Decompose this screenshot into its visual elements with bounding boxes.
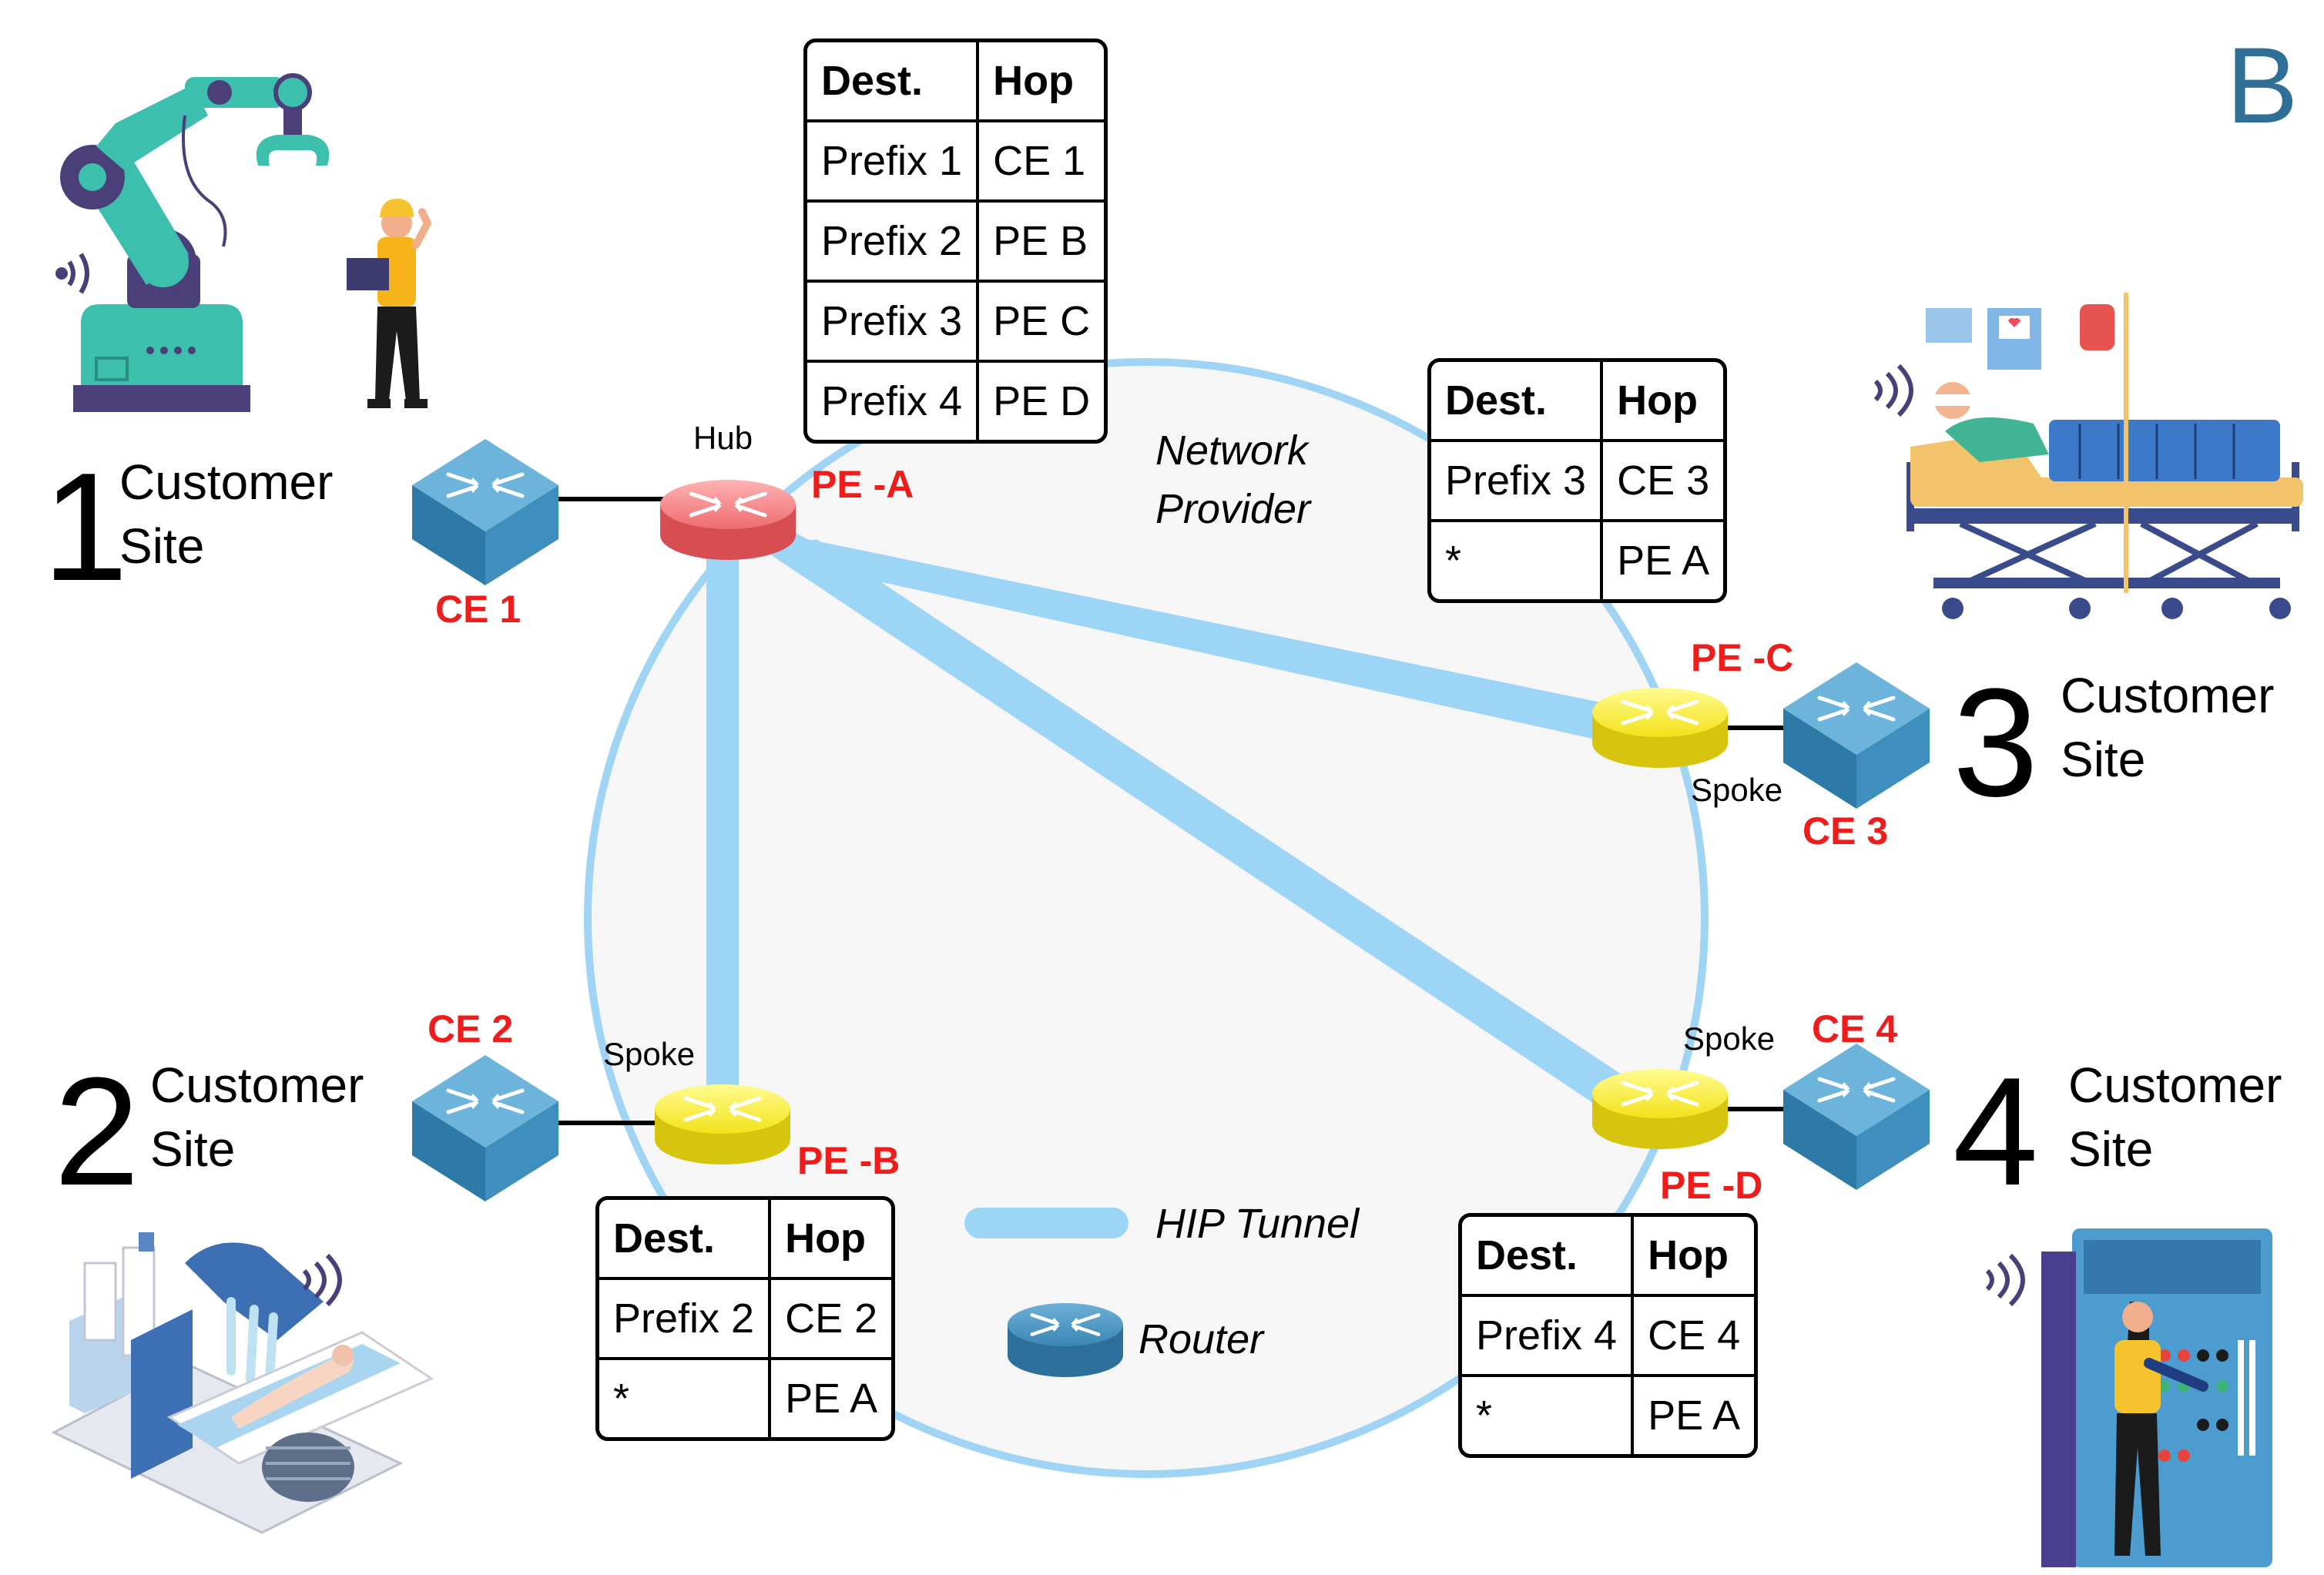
table-header-hop: Hop xyxy=(771,1200,892,1280)
table-cell-dest: Prefix 3 xyxy=(1431,442,1604,522)
table-cell-hop: PE D xyxy=(993,378,1091,424)
legend-router-label: Router xyxy=(1139,1316,1264,1362)
table-cell-dest: * xyxy=(599,1360,772,1437)
ce3-switch-icon xyxy=(1783,662,1930,809)
site-4-label-line2: Site xyxy=(2068,1121,2154,1178)
table-cell-hop: PE A xyxy=(1617,538,1710,584)
worker-illustration xyxy=(347,199,432,408)
table-row: * PE A xyxy=(1431,522,1723,599)
table-cell-dest: Prefix 4 xyxy=(807,363,980,440)
table-cell-dest: Prefix 2 xyxy=(807,203,980,283)
table-header-row: Dest.Hop xyxy=(599,1200,892,1280)
hospital-bed-illustration xyxy=(1873,293,2303,619)
hip-tunnels xyxy=(706,528,1621,1109)
table-cell-dest: Prefix 1 xyxy=(807,122,980,203)
table-cell-hop: PE A xyxy=(785,1376,878,1422)
table-cell-dest: * xyxy=(1462,1377,1635,1454)
ce2-switch-icon xyxy=(412,1055,558,1201)
pe-b-label: PE -B xyxy=(797,1139,900,1182)
table-header-row: Dest.Hop xyxy=(1462,1217,1755,1297)
network-provider-line2: Provider xyxy=(1155,485,1311,532)
surgical-robot-illustration xyxy=(51,1232,434,1534)
control-panel-illustration xyxy=(1985,1228,2272,1567)
site-2-label-line1: Customer xyxy=(150,1057,364,1113)
ce1-label: CE 1 xyxy=(435,588,521,631)
pe-a-router-icon xyxy=(660,480,796,560)
pe-c-role-label: Spoke xyxy=(1691,772,1783,808)
pe-a-role-label: Hub xyxy=(693,420,753,456)
table-header-dest: Dest. xyxy=(1462,1217,1635,1297)
table-cell-hop: CE 3 xyxy=(1603,442,1724,522)
site-3-label-line1: Customer xyxy=(2061,668,2275,723)
table-cell-hop: PE A xyxy=(1648,1392,1741,1439)
ce3-label: CE 3 xyxy=(1803,809,1889,853)
table-cell-dest: Prefix 4 xyxy=(1462,1297,1635,1377)
table-cell-hop: PE B xyxy=(979,203,1105,283)
ce4-switch-icon xyxy=(1783,1044,1930,1190)
table-header-hop: Hop xyxy=(1634,1217,1755,1297)
pe-b-role-label: Spoke xyxy=(603,1036,696,1072)
table-header-dest: Dest. xyxy=(807,42,980,122)
table-cell-dest: Prefix 3 xyxy=(807,283,980,363)
table-header-hop: Hop xyxy=(1603,362,1724,442)
pe-c-label: PE -C xyxy=(1691,636,1794,679)
table-header-dest: Dest. xyxy=(599,1200,772,1280)
pe-d-role-label: Spoke xyxy=(1683,1020,1776,1057)
table-row: Prefix 4 PE D xyxy=(807,363,1104,440)
table-header-hop: Hop xyxy=(979,42,1105,122)
ce4-label: CE 4 xyxy=(1812,1007,1898,1051)
table-cell-dest: Prefix 2 xyxy=(599,1280,772,1360)
table-header-row: Dest.Hop xyxy=(807,42,1105,122)
legend-router-icon xyxy=(1008,1303,1123,1377)
table-cell-hop: PE C xyxy=(979,283,1105,363)
pe-d-router-icon xyxy=(1592,1069,1728,1149)
site-4-number: 4 xyxy=(1953,1046,2039,1218)
pe-a-label: PE -A xyxy=(811,463,914,506)
hip-tunnel-pe-a-pe-c xyxy=(776,528,1601,739)
legend-tunnel-label: HIP Tunnel xyxy=(1155,1201,1360,1247)
pe-d-label: PE -D xyxy=(1660,1164,1763,1207)
table-row: * PE A xyxy=(599,1360,891,1437)
site-1-label-line1: Customer xyxy=(119,454,334,510)
site-1-number: 1 xyxy=(42,441,129,613)
pe-b-router-icon xyxy=(655,1084,790,1164)
site-3-label-line2: Site xyxy=(2061,732,2146,788)
table-header-dest: Dest. xyxy=(1431,362,1604,442)
site-2-number: 2 xyxy=(54,1046,140,1218)
figure-panel-label: B xyxy=(2226,25,2299,146)
site-3-number: 3 xyxy=(1953,657,2039,829)
site-1-label-line2: Site xyxy=(119,518,205,575)
ce2-label: CE 2 xyxy=(428,1007,514,1051)
ce1-switch-icon xyxy=(412,439,558,585)
table-cell-hop: CE 4 xyxy=(1634,1297,1755,1377)
site-4-label-line1: Customer xyxy=(2068,1057,2282,1113)
site-2-label-line2: Site xyxy=(150,1121,236,1178)
table-row: * PE A xyxy=(1462,1377,1754,1454)
table-cell-dest: * xyxy=(1431,522,1604,599)
pe-c-router-icon xyxy=(1592,688,1728,768)
network-provider-line1: Network xyxy=(1155,427,1309,474)
hip-tunnel-pe-a-pe-d xyxy=(770,539,1621,1109)
factory-robot-illustration xyxy=(55,73,330,412)
table-header-row: Dest.Hop xyxy=(1431,362,1724,442)
table-cell-hop: CE 2 xyxy=(771,1280,892,1360)
table-cell-hop: CE 1 xyxy=(979,122,1105,203)
access-links xyxy=(555,497,1787,1125)
